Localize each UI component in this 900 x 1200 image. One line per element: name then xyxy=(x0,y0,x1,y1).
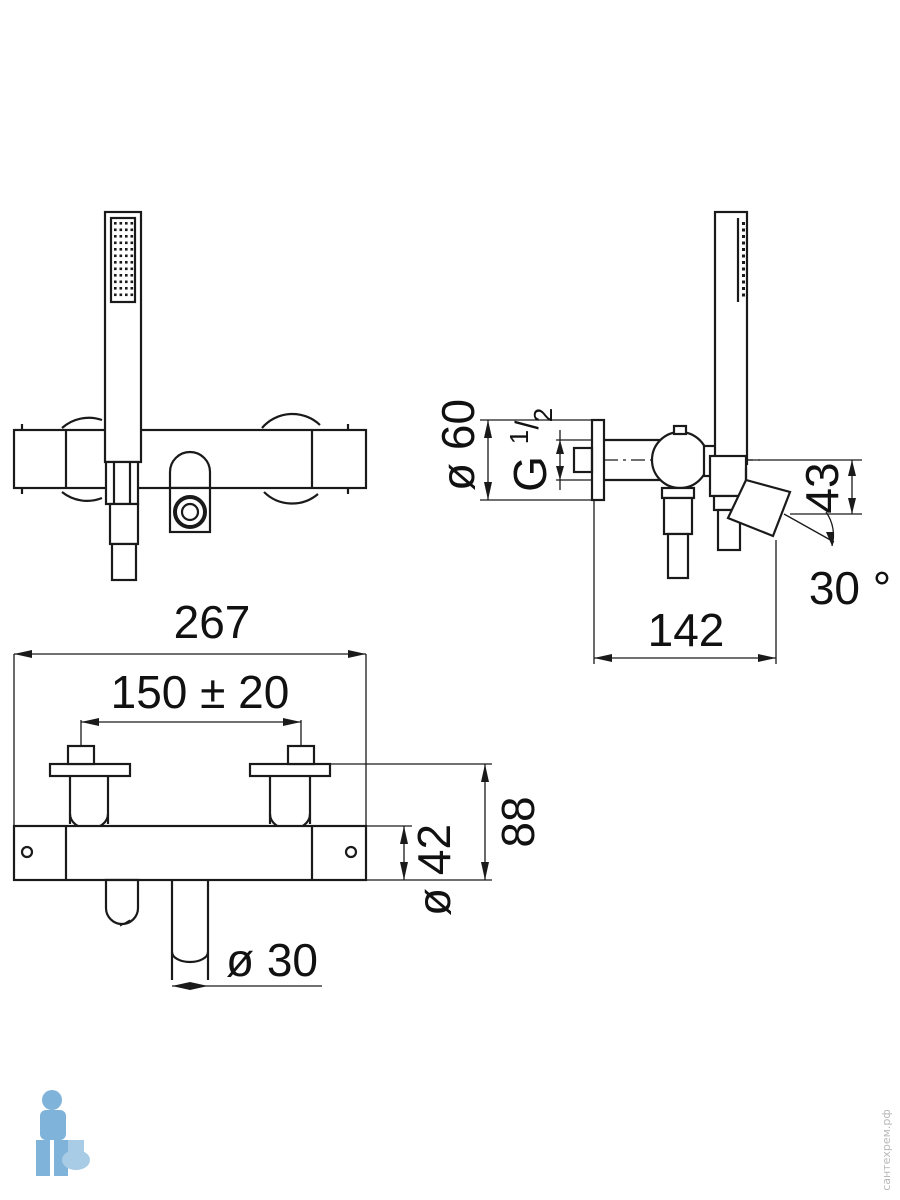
nozzle-dot xyxy=(125,235,128,238)
nozzle-dot xyxy=(130,222,134,225)
front-view xyxy=(12,210,368,582)
nozzle-dot xyxy=(125,261,128,264)
dim-thread: G xyxy=(504,456,556,492)
dim-267: 267 xyxy=(174,596,251,648)
nozzle-dot xyxy=(114,235,117,238)
nozzle-dot xyxy=(114,293,117,297)
dim-142: 142 xyxy=(648,604,725,656)
nozzle-dot xyxy=(742,248,745,251)
nozzle-dot xyxy=(130,241,134,245)
nozzle-dot xyxy=(742,287,745,290)
nozzle-dot xyxy=(130,228,134,232)
nozzle-dot xyxy=(130,267,134,271)
shower-nozzles-side xyxy=(742,222,745,297)
nozzle-dot xyxy=(119,228,123,232)
nozzle-dot xyxy=(114,222,117,225)
nozzle-dot xyxy=(742,222,745,225)
nozzle-dot xyxy=(130,248,134,251)
dim-60: ø 60 xyxy=(432,399,484,491)
dimension-lines xyxy=(13,419,862,990)
nozzle-dot xyxy=(130,274,134,277)
dim-43: 43 xyxy=(796,462,848,513)
nozzle-dot xyxy=(119,241,123,245)
nozzle-dot xyxy=(119,287,123,290)
nozzle-dot xyxy=(119,261,123,264)
shower-nozzles xyxy=(114,222,134,297)
dim-42: ø 42 xyxy=(408,824,460,916)
dim-thread-num: 1 xyxy=(504,430,534,444)
nozzle-dot xyxy=(114,280,117,284)
nozzle-dot xyxy=(119,235,123,238)
nozzle-dot xyxy=(114,241,117,245)
nozzle-dot xyxy=(125,248,128,251)
dim-88: 88 xyxy=(492,796,544,847)
nozzle-dot xyxy=(114,261,117,264)
nozzle-dot xyxy=(130,287,134,290)
nozzle-dot xyxy=(114,254,117,258)
nozzle-dot xyxy=(119,274,123,277)
nozzle-dot xyxy=(119,280,123,284)
nozzle-dot xyxy=(114,248,117,251)
nozzle-dot xyxy=(130,280,134,284)
nozzle-dot xyxy=(114,267,117,271)
bottom-view xyxy=(12,744,368,980)
nozzle-dot xyxy=(130,254,134,258)
dim-150: 150 ± 20 xyxy=(111,666,290,718)
nozzle-dot xyxy=(125,241,128,245)
nozzle-dot xyxy=(742,261,745,264)
nozzle-dot xyxy=(114,274,117,277)
nozzle-dot xyxy=(125,293,128,297)
nozzle-dot xyxy=(125,254,128,258)
dim-thread-den: 2 xyxy=(528,408,558,422)
nozzle-dot xyxy=(742,241,745,245)
nozzle-dot xyxy=(125,280,128,284)
nozzle-dot xyxy=(125,274,128,277)
nozzle-dot xyxy=(125,222,128,225)
nozzle-dot xyxy=(742,293,745,297)
nozzle-dot xyxy=(125,228,128,232)
side-view xyxy=(572,210,792,580)
dim-30: ø 30 xyxy=(226,934,318,986)
nozzle-dot xyxy=(742,280,745,284)
nozzle-dot xyxy=(114,287,117,290)
plumber-logo xyxy=(36,1090,90,1176)
dim-angle: 30 ° xyxy=(809,562,891,614)
dimension-labels: 267 150 ± 20 88 ø 42 ø 30 ø 60 G 1 / 2 1… xyxy=(111,399,892,986)
nozzle-dot xyxy=(125,267,128,271)
nozzle-dot xyxy=(742,274,745,277)
watermark-site: сантехрем.рф xyxy=(880,1109,893,1191)
nozzle-dot xyxy=(119,248,123,251)
nozzle-dot xyxy=(130,293,134,297)
nozzle-dot xyxy=(742,267,745,271)
nozzle-dot xyxy=(114,228,117,232)
nozzle-dot xyxy=(119,293,123,297)
nozzle-dot xyxy=(119,222,123,225)
nozzle-dot xyxy=(119,254,123,258)
nozzle-dot xyxy=(742,235,745,238)
nozzle-dot xyxy=(130,235,134,238)
nozzle-dot xyxy=(125,287,128,290)
nozzle-dot xyxy=(742,254,745,258)
nozzle-dot xyxy=(742,228,745,232)
dim-thread-slash: / xyxy=(509,420,545,429)
nozzle-dot xyxy=(119,267,123,271)
nozzle-dot xyxy=(130,261,134,264)
